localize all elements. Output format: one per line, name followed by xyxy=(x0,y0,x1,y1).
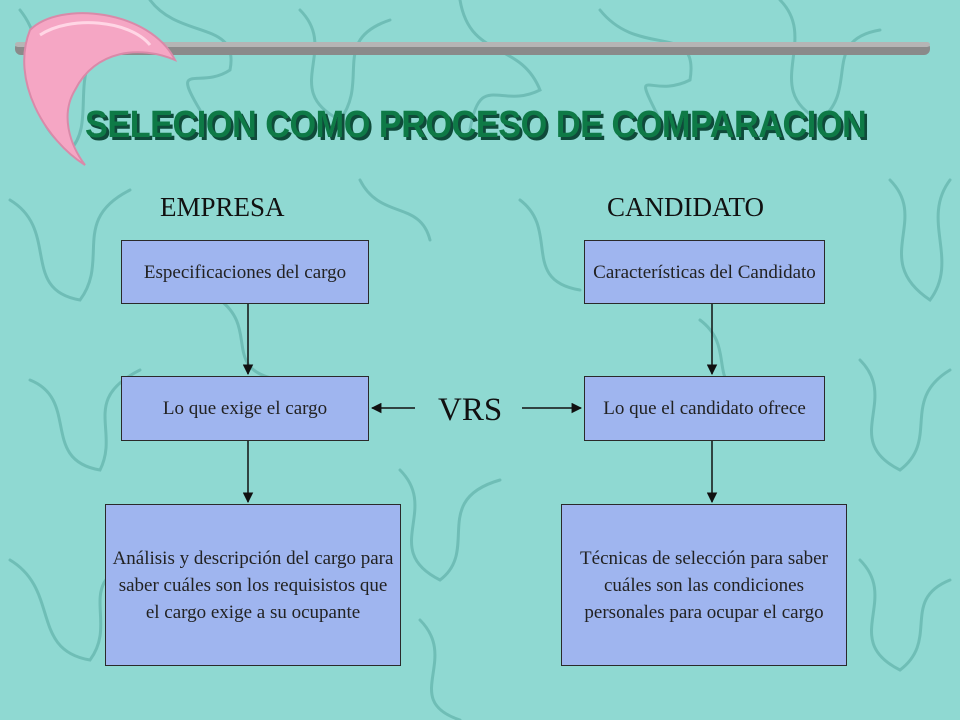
box-tecnicas-seleccion: Técnicas de selección para saber cuáles … xyxy=(561,504,847,666)
box-analisis-descripcion: Análisis y descripción del cargo para sa… xyxy=(105,504,401,666)
box-lo-que-exige-cargo: Lo que exige el cargo xyxy=(121,376,369,441)
box-especificaciones-cargo: Especificaciones del cargo xyxy=(121,240,369,304)
page-title: SELECION COMO PROCESO DE COMPARACION xyxy=(85,104,867,146)
candidato-heading: CANDIDATO xyxy=(607,192,765,222)
box-lo-que-ofrece: Lo que el candidato ofrece xyxy=(584,376,825,441)
empresa-heading: EMPRESA xyxy=(160,192,285,222)
vrs-label: VRS xyxy=(438,392,503,428)
box-caracteristicas-candidato: Características del Candidato xyxy=(584,240,825,304)
